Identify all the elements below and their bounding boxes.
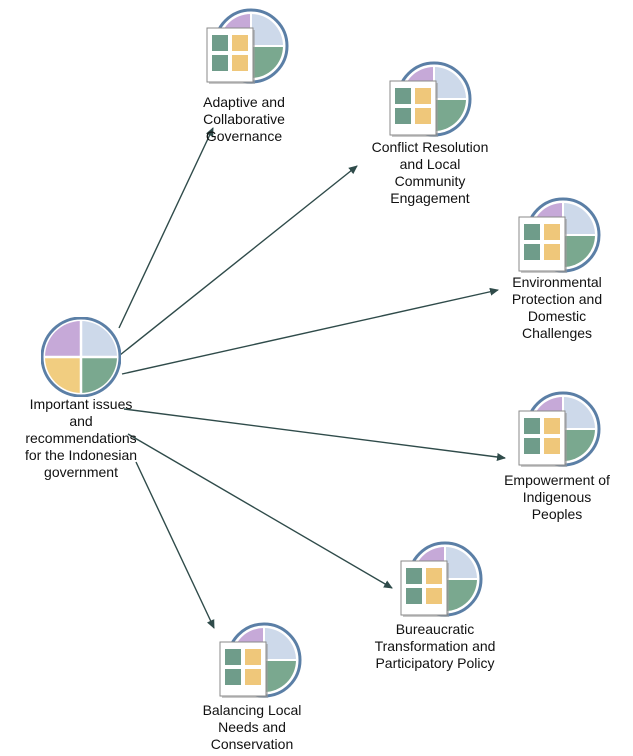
child-label-line: Empowerment of xyxy=(504,472,610,488)
child-node-label-indigenous-peoples[interactable]: Empowerment of Indigenous Peoples xyxy=(482,472,632,523)
root-label-line: for the Indonesian xyxy=(24,447,138,463)
connector-arrow xyxy=(135,461,215,629)
child-node-icon-conflict-resolution[interactable] xyxy=(386,61,472,147)
child-label-line: Protection and xyxy=(511,291,603,307)
connector-arrow xyxy=(121,287,499,375)
child-node-icon-environmental-protection[interactable] xyxy=(515,197,601,283)
child-node-label-conflict-resolution[interactable]: Conflict Resolution and Local Community … xyxy=(340,139,520,207)
root-node-icon[interactable] xyxy=(40,316,122,398)
child-label-line: Challenges xyxy=(521,325,593,341)
child-label-line: Conflict Resolution xyxy=(371,139,489,155)
connector-arrow xyxy=(119,165,358,356)
child-label-line: Community xyxy=(394,173,466,189)
child-node-icon-adaptive-governance[interactable] xyxy=(203,8,289,94)
child-node-label-adaptive-governance[interactable]: Adaptive and Collaborative Governance xyxy=(164,94,324,145)
child-label-line: Domestic xyxy=(527,308,587,324)
root-node-label[interactable]: Important issues and recommendations for… xyxy=(0,396,162,481)
child-label-line: Needs and xyxy=(218,719,286,735)
root-label-line: Important issues xyxy=(29,396,133,412)
child-label-line: Transformation and xyxy=(374,638,496,654)
child-label-line: and Local xyxy=(399,156,461,172)
root-label-line: government xyxy=(44,464,118,480)
child-node-label-environmental-protection[interactable]: Environmental Protection and Domestic Ch… xyxy=(482,274,632,342)
child-label-line: Participatory Policy xyxy=(375,655,495,671)
child-label-line: Adaptive and xyxy=(203,94,285,110)
child-node-label-balancing-local-needs[interactable]: Balancing Local Needs and Conservation xyxy=(172,702,332,753)
child-label-line: Balancing Local xyxy=(202,702,302,718)
child-label-line: Bureaucratic xyxy=(395,621,475,637)
root-label-line: recommendations xyxy=(25,430,137,446)
child-label-line: Indigenous xyxy=(522,489,592,505)
child-label-line: Governance xyxy=(205,128,283,144)
child-node-icon-bureaucratic-transformation[interactable] xyxy=(397,541,483,627)
connector-arrow xyxy=(123,408,506,461)
child-node-label-bureaucratic-transformation[interactable]: Bureaucratic Transformation and Particip… xyxy=(340,621,530,672)
child-label-line: Conservation xyxy=(210,736,294,752)
child-label-line: Peoples xyxy=(531,506,583,522)
connector-arrow xyxy=(127,433,393,589)
child-node-icon-balancing-local-needs[interactable] xyxy=(216,622,302,708)
child-node-icon-indigenous-peoples[interactable] xyxy=(515,391,601,477)
connector-arrow xyxy=(118,127,214,329)
child-label-line: Environmental xyxy=(512,274,602,290)
child-label-line: Collaborative xyxy=(203,111,285,127)
child-label-line: Engagement xyxy=(390,190,470,206)
root-label-line: and xyxy=(69,413,93,429)
